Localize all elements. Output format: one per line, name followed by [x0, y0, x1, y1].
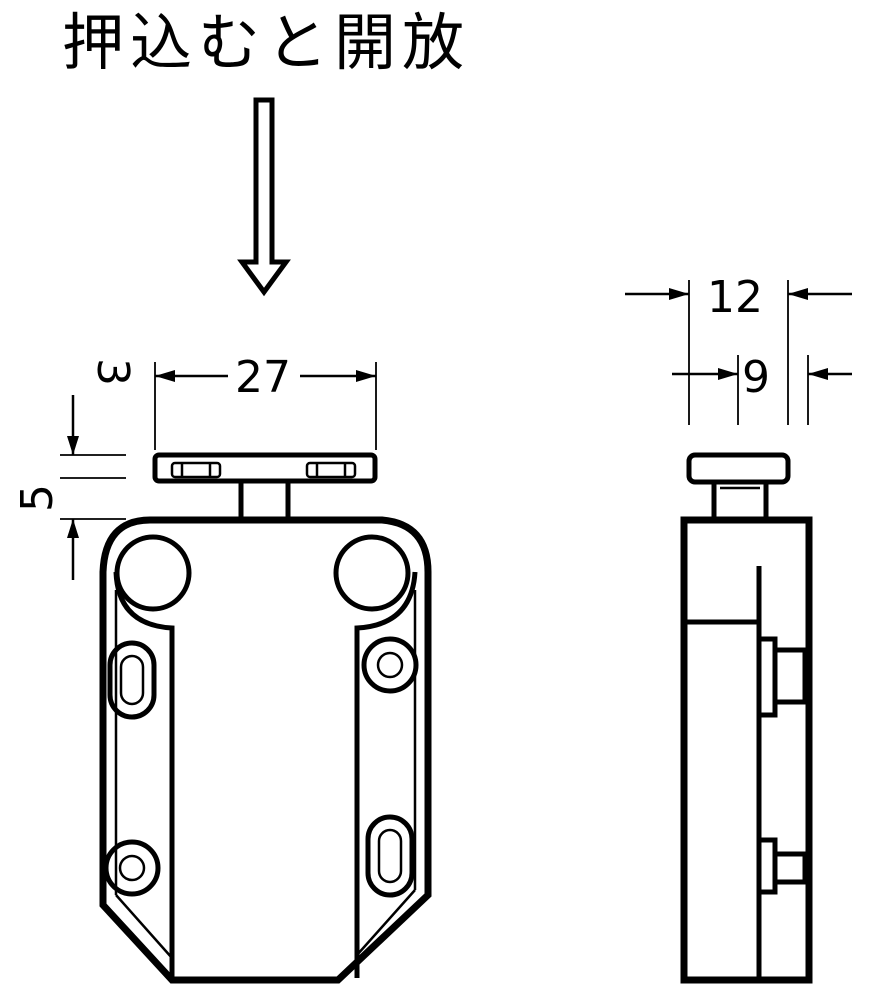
label-5: 5 — [12, 484, 63, 512]
side-screw-lower — [756, 837, 808, 895]
side-plunger-stem — [711, 482, 769, 520]
screw-hole-upper-right — [361, 636, 419, 694]
side-view: 12 9 — [625, 272, 852, 984]
side-body — [680, 516, 813, 984]
label-27: 27 — [235, 352, 291, 403]
push-cap — [152, 452, 378, 484]
dimension-5: 5 — [12, 454, 126, 580]
label-3: 3 — [87, 358, 138, 386]
slot-upper-left — [107, 640, 157, 720]
large-hole-left — [114, 534, 192, 612]
side-push-cap — [686, 452, 791, 485]
label-12: 12 — [707, 272, 763, 323]
dimension-3: 3 — [67, 358, 138, 455]
latch-body — [99, 516, 432, 984]
large-hole-right — [333, 534, 411, 612]
dimension-12: 12 — [625, 272, 852, 425]
screw-hole-lower-left — [103, 839, 161, 897]
label-9: 9 — [742, 352, 770, 403]
front-view: 27 3 5 — [12, 352, 432, 984]
plunger-stem — [238, 481, 291, 520]
dimension-27: 27 — [154, 352, 377, 450]
dimension-9: 9 — [672, 352, 852, 425]
slot-lower-right — [365, 814, 415, 898]
inner-channel — [113, 571, 418, 978]
diagram-title: 押込むと開放 — [62, 6, 470, 79]
side-screw-upper — [756, 636, 808, 718]
down-arrow-icon — [237, 97, 291, 297]
